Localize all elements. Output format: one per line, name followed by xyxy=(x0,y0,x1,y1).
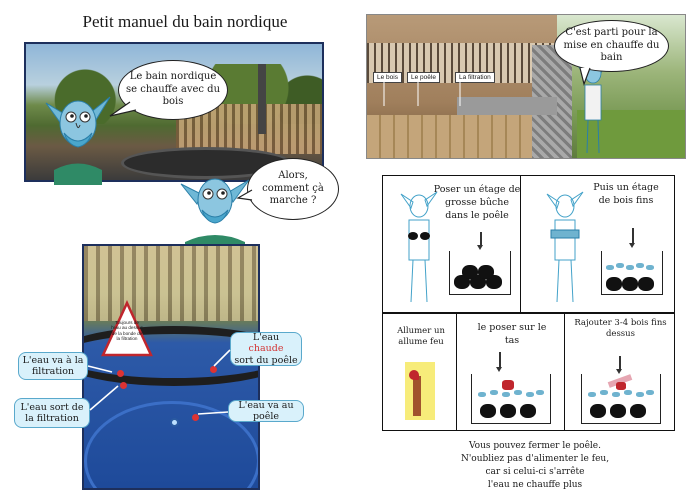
speech-bubble-text: Le bain nordique se chauffe avec du bois xyxy=(125,71,221,108)
log xyxy=(480,404,496,418)
label-water-to-filtration: L'eau va à la filtration xyxy=(18,352,88,380)
tag-stove: Le poêle xyxy=(407,72,440,83)
bubble-tail xyxy=(579,67,591,86)
stove-grill xyxy=(449,251,511,295)
outlet-dot xyxy=(117,370,124,377)
bubble-tail xyxy=(236,189,253,201)
elf-carrying-wood-icon xyxy=(546,191,584,303)
closing-instructions: Vous pouvez fermer le poêle. N'oubliez p… xyxy=(395,440,675,492)
tub-rim xyxy=(84,326,258,386)
log xyxy=(590,404,606,418)
instruction-line: l'eau ne chauffe plus xyxy=(487,480,583,491)
tag-arrows xyxy=(383,82,461,106)
instruction-line: car si celui-ci s'arrête xyxy=(485,467,585,478)
wood-sheds xyxy=(367,115,532,158)
speech-bubble: C'est parti pour la mise en chauffe du b… xyxy=(554,20,669,72)
twig xyxy=(616,263,624,268)
twig xyxy=(526,392,534,397)
twig xyxy=(536,390,544,395)
twig xyxy=(478,392,486,397)
log xyxy=(606,277,622,291)
panel-caption: Allumer un allume feu xyxy=(397,326,445,348)
flame-icon xyxy=(409,370,419,380)
tag-wood: Le bois xyxy=(373,72,402,83)
twig xyxy=(588,392,596,397)
instruction-line: Vous pouvez fermer le poêle. xyxy=(469,441,601,451)
outlet-dot xyxy=(192,414,199,421)
match-icon xyxy=(413,376,421,416)
speech-bubble-text: Alors, comment çà marche ? xyxy=(262,170,324,207)
log xyxy=(486,275,502,289)
stove-chimney xyxy=(258,64,266,134)
log xyxy=(500,404,516,418)
twig xyxy=(636,392,644,397)
page-title: Petit manuel du bain nordique xyxy=(82,12,288,31)
arrow-down-icon xyxy=(496,352,502,372)
fire-starter-icon xyxy=(502,380,514,390)
speech-bubble-text: C'est parti pour la mise en chauffe du b… xyxy=(563,27,660,64)
twig xyxy=(636,263,644,268)
warning-text: Toujours de l'eau au dessus de la bonde … xyxy=(111,320,143,341)
twig xyxy=(606,265,614,270)
elf-character-icon xyxy=(45,96,111,185)
twig xyxy=(624,390,632,395)
twig xyxy=(514,390,522,395)
shed-roof xyxy=(457,97,557,115)
speech-bubble: Alors, comment çà marche ? xyxy=(247,158,339,220)
tag-filtration: La filtration xyxy=(455,72,495,83)
water-photo xyxy=(82,244,260,490)
label-water-to-stove: L'eau va au poêle xyxy=(228,400,304,422)
comic-panel-4: le poser sur le tas xyxy=(456,313,566,431)
speech-bubble: Le bain nordique se chauffe avec du bois xyxy=(118,60,228,120)
log xyxy=(638,277,654,291)
label-water-from-filtration: L'eau sort de la filtration xyxy=(14,398,90,428)
twig xyxy=(600,390,608,395)
elf-character-icon xyxy=(180,178,250,245)
fence-reflection xyxy=(84,246,258,321)
panel-caption: Puis un étage de bois fins xyxy=(593,182,659,206)
twig xyxy=(502,392,510,397)
instruction-line: N'oubliez pas d'alimenter le feu, xyxy=(460,454,610,465)
log xyxy=(462,265,478,279)
comic-panel-3: Allumer un allume feu xyxy=(382,313,458,431)
label-text: L'eau xyxy=(252,331,280,343)
comic-panel-5: Rajouter 3-4 bois fins dessus xyxy=(564,313,675,431)
panel-caption: Poser un étage de grosse bûche dans le p… xyxy=(433,184,521,221)
twig xyxy=(626,265,634,270)
twig xyxy=(490,390,498,395)
stove-grill xyxy=(601,251,663,295)
label-hot-word: chaude xyxy=(248,343,284,355)
arrow-down-icon xyxy=(477,232,483,250)
log xyxy=(622,277,638,291)
arrow-down-icon xyxy=(616,356,622,374)
stove-grill xyxy=(581,374,661,424)
elf-carrying-logs-icon xyxy=(400,191,438,303)
twig xyxy=(612,392,620,397)
twig xyxy=(646,265,654,270)
outlet-dot xyxy=(210,366,217,373)
log xyxy=(478,265,494,279)
twig xyxy=(646,390,654,395)
label-arrows xyxy=(87,349,231,415)
label-text: sort du poêle xyxy=(234,354,298,366)
log xyxy=(630,404,646,418)
log xyxy=(520,404,536,418)
outlet-dot xyxy=(120,382,127,389)
stove-grill xyxy=(471,374,551,424)
panel-caption: le poser sur le tas xyxy=(477,322,547,346)
arrow-down-icon xyxy=(629,228,635,248)
warning-triangle-icon xyxy=(101,300,153,357)
comic-panel-1: Poser un étage de grosse bûche dans le p… xyxy=(382,175,522,313)
comic-panel-2: Puis un étage de bois fins xyxy=(520,175,675,313)
drain-icon xyxy=(170,418,179,427)
fire-starter-icon xyxy=(616,382,626,390)
log xyxy=(610,404,626,418)
panel-caption: Rajouter 3-4 bois fins dessus xyxy=(574,318,667,340)
bubble-tail xyxy=(109,101,137,117)
